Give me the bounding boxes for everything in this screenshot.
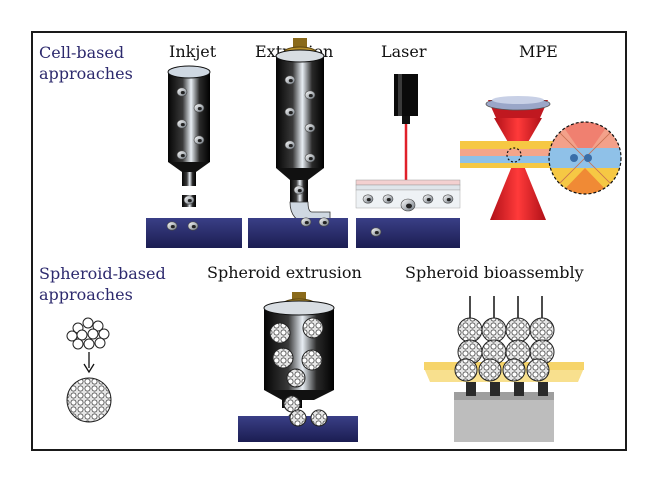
spheroid-bioassembly-illustration [424,296,584,442]
inkjet-label: Inkjet [169,42,217,61]
laser-illustration [355,74,461,248]
spheroid-based-label: Spheroid-based approaches [39,263,166,305]
cell-based-label: Cell-based approaches [39,42,133,84]
cell-based-line1: Cell-based [39,43,125,62]
mpe-label: MPE [519,42,558,61]
small-spheroid [66,317,110,350]
large-spheroid [66,377,112,423]
spheroid-cluster-diagram [66,317,112,423]
mpe-zoom-circle [548,121,622,195]
mpe-illustration [460,96,622,220]
inkjet-illustration [146,65,242,248]
spheroid-grid [454,317,555,382]
spheroid-bioassembly-label: Spheroid bioassembly [405,263,584,282]
spheroid-extrusion-illustration [238,292,358,442]
laser-label: Laser [381,42,427,61]
spheroid-based-line2: approaches [39,285,133,304]
spheroid-extrusion-label: Spheroid extrusion [207,263,362,282]
cell-based-line2: approaches [39,64,133,83]
extrusion-illustration [248,38,348,248]
spheroid-based-line1: Spheroid-based [39,264,166,283]
